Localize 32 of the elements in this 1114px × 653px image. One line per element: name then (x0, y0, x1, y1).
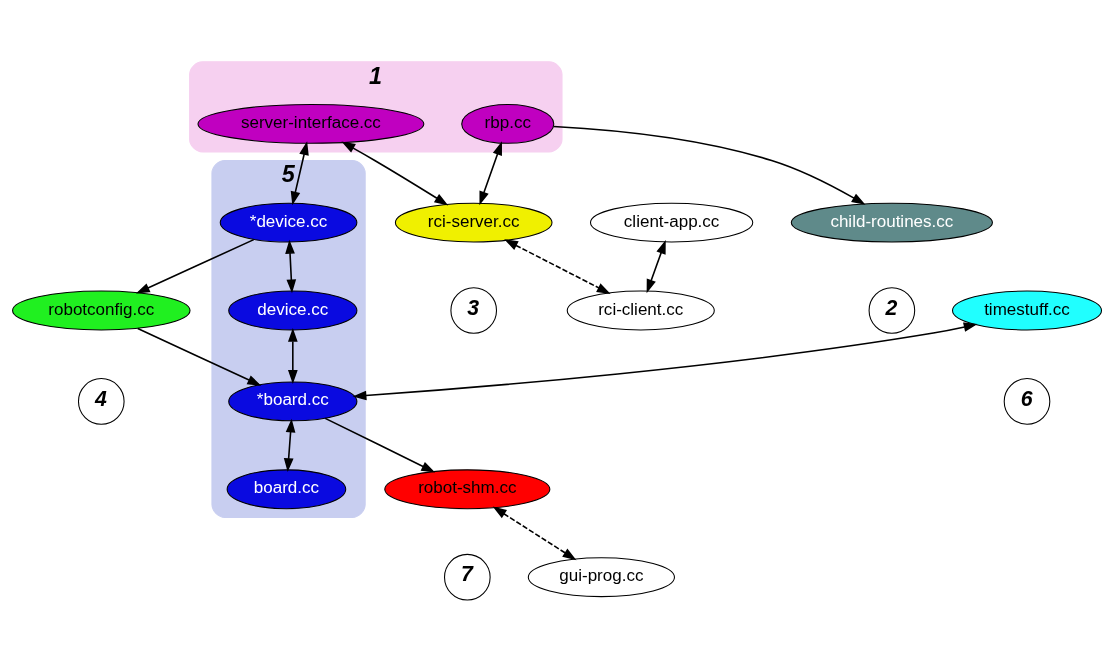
arrow (287, 327, 298, 384)
node-ellipse: *device.cc (219, 202, 358, 243)
arrow (504, 239, 611, 294)
arrow (352, 322, 978, 401)
arrow (341, 141, 449, 206)
node-label: 7 (460, 562, 473, 587)
arrow (136, 327, 262, 386)
arrow (290, 141, 309, 206)
node-ellipse: device.cc (228, 290, 358, 331)
arrow (285, 239, 297, 294)
arrow (492, 506, 577, 561)
node-ellipse: board.cc (226, 469, 347, 510)
arrow (646, 240, 666, 294)
arrow (135, 238, 255, 294)
node-label: 6 (1020, 386, 1033, 411)
node-ellipse: rbp.cc (461, 103, 555, 144)
node-ellipse: server-interface.cc (197, 103, 425, 144)
node-label: 2 (885, 295, 898, 320)
node-ellipse: gui-prog.cc (527, 557, 675, 598)
arrow (552, 125, 866, 205)
node-ellipse: robotconfig.cc (12, 290, 191, 331)
arrow (283, 418, 296, 473)
arrow (479, 141, 502, 206)
node-ellipse: rci-server.cc (394, 202, 553, 243)
node-label: 4 (94, 386, 107, 411)
node-ellipse: child-routines.cc (790, 202, 993, 243)
node-ellipse: robot-shm.cc (384, 469, 551, 510)
node-ellipse: client-app.cc (589, 202, 754, 243)
arrow (324, 417, 436, 473)
node-ellipse: rci-client.cc (566, 290, 715, 331)
node-ellipse: *board.cc (228, 381, 358, 422)
node-label: 3 (467, 295, 480, 320)
